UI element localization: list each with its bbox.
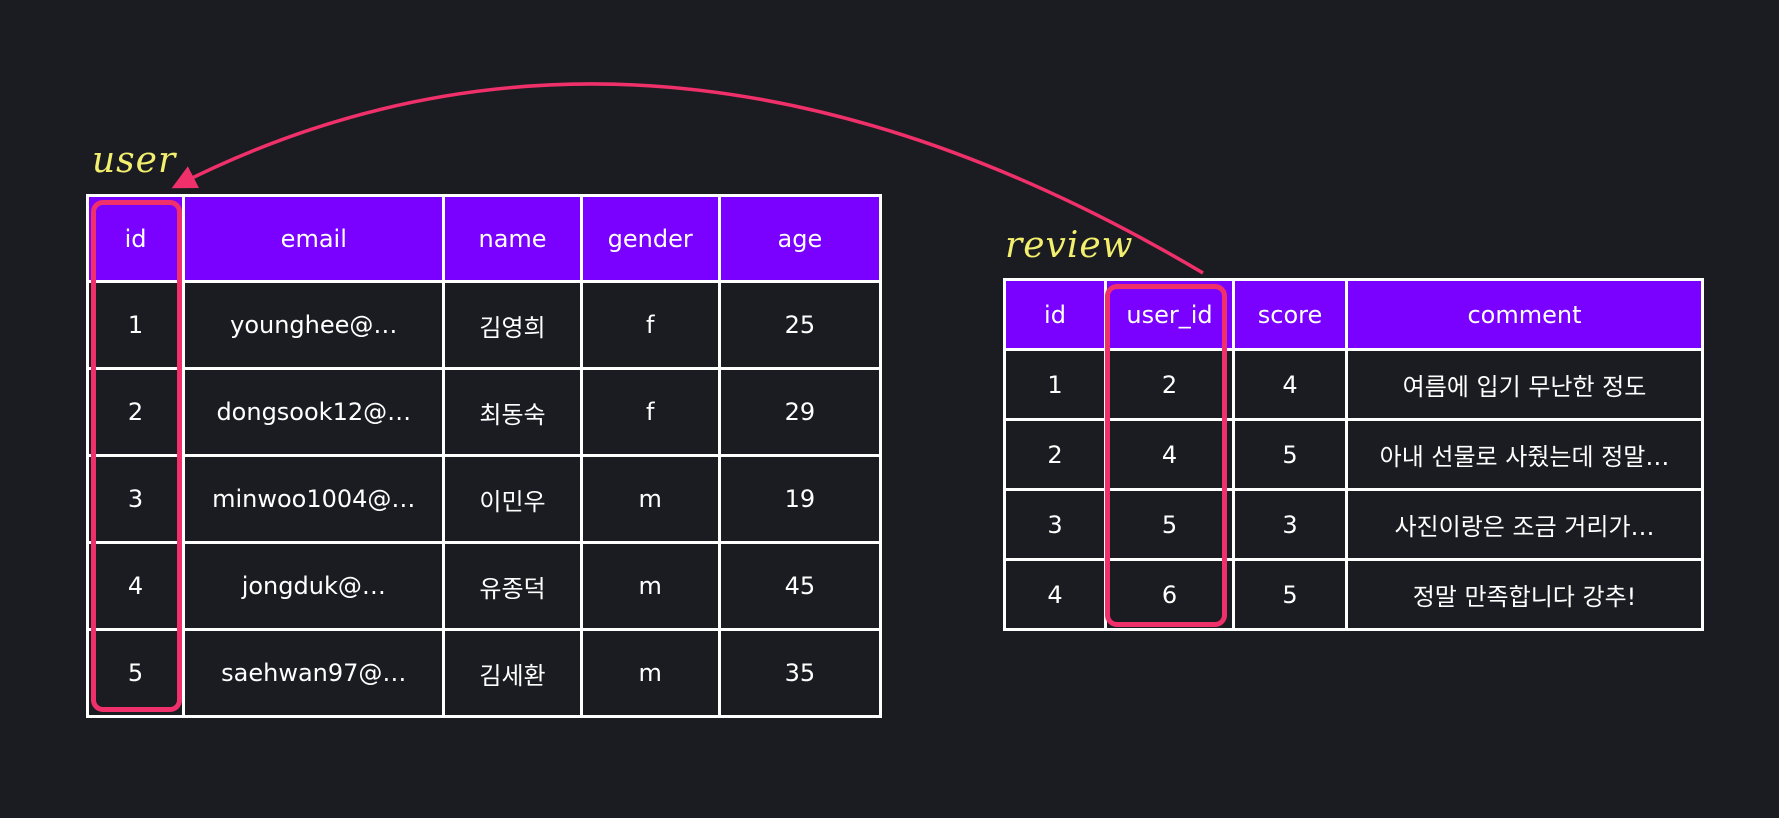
user-email-cell: dongsook12@… — [182, 367, 446, 457]
review-user-id-cell: 6 — [1104, 558, 1235, 631]
table-row: 5 saehwan97@… 김세환 m 35 — [85, 628, 883, 718]
user-id-cell: 4 — [85, 541, 186, 631]
review-header-row: id user_id score comment — [1003, 278, 1704, 351]
user-gender-cell: m — [579, 628, 721, 718]
user-age-cell: 45 — [717, 541, 883, 631]
user-name-cell: 유종덕 — [442, 541, 583, 631]
user-id-cell: 3 — [85, 454, 186, 544]
user-name-cell: 최동숙 — [442, 367, 583, 457]
review-comment-cell: 아내 선물로 사줬는데 정말… — [1345, 418, 1704, 491]
table-row: 4 6 5 정말 만족합니다 강추! — [1003, 558, 1704, 631]
user-gender-cell: f — [579, 280, 721, 370]
user-email-cell: younghee@… — [182, 280, 446, 370]
arrow-path — [171, 82, 1204, 275]
review-table: id user_id score comment 1 2 4 여름에 입기 무난… — [1003, 278, 1704, 631]
user-id-cell: 2 — [85, 367, 186, 457]
user-table-label: user — [92, 140, 177, 181]
review-comment-cell: 여름에 입기 무난한 정도 — [1345, 348, 1704, 421]
review-col-score: score — [1232, 278, 1348, 351]
user-col-age: age — [717, 194, 883, 283]
user-id-cell: 1 — [85, 280, 186, 370]
review-col-id: id — [1003, 278, 1107, 351]
user-age-cell: 35 — [717, 628, 883, 718]
user-gender-cell: f — [579, 367, 721, 457]
review-id-cell: 2 — [1003, 418, 1107, 491]
review-id-cell: 1 — [1003, 348, 1107, 421]
table-row: 2 4 5 아내 선물로 사줬는데 정말… — [1003, 418, 1704, 491]
table-row: 1 younghee@… 김영희 f 25 — [85, 280, 883, 370]
user-gender-cell: m — [579, 454, 721, 544]
review-col-user-id: user_id — [1104, 278, 1235, 351]
table-row: 1 2 4 여름에 입기 무난한 정도 — [1003, 348, 1704, 421]
user-name-cell: 이민우 — [442, 454, 583, 544]
user-col-name: name — [442, 194, 583, 283]
table-row: 3 minwoo1004@… 이민우 m 19 — [85, 454, 883, 544]
review-id-cell: 4 — [1003, 558, 1107, 631]
review-user-id-cell: 4 — [1104, 418, 1235, 491]
table-row: 3 5 3 사진이랑은 조금 거리가… — [1003, 488, 1704, 561]
user-email-cell: jongduk@… — [182, 541, 446, 631]
user-gender-cell: m — [579, 541, 721, 631]
user-email-cell: minwoo1004@… — [182, 454, 446, 544]
review-user-id-cell: 5 — [1104, 488, 1235, 561]
user-age-cell: 29 — [717, 367, 883, 457]
user-col-id: id — [85, 194, 186, 283]
review-id-cell: 3 — [1003, 488, 1107, 561]
user-name-cell: 김세환 — [442, 628, 583, 718]
user-email-cell: saehwan97@… — [182, 628, 446, 718]
review-user-id-cell: 2 — [1104, 348, 1235, 421]
review-score-cell: 5 — [1232, 558, 1348, 631]
review-score-cell: 5 — [1232, 418, 1348, 491]
review-score-cell: 3 — [1232, 488, 1348, 561]
user-header-row: id email name gender age — [85, 194, 883, 283]
user-age-cell: 19 — [717, 454, 883, 544]
user-col-email: email — [182, 194, 446, 283]
review-score-cell: 4 — [1232, 348, 1348, 421]
table-row: 4 jongduk@… 유종덕 m 45 — [85, 541, 883, 631]
user-id-cell: 5 — [85, 628, 186, 718]
review-table-label: review — [1005, 225, 1134, 266]
review-col-comment: comment — [1345, 278, 1704, 351]
user-name-cell: 김영희 — [442, 280, 583, 370]
review-comment-cell: 사진이랑은 조금 거리가… — [1345, 488, 1704, 561]
user-table: id email name gender age 1 younghee@… 김영… — [85, 194, 883, 718]
review-comment-cell: 정말 만족합니다 강추! — [1345, 558, 1704, 631]
table-row: 2 dongsook12@… 최동숙 f 29 — [85, 367, 883, 457]
user-age-cell: 25 — [717, 280, 883, 370]
user-col-gender: gender — [579, 194, 721, 283]
